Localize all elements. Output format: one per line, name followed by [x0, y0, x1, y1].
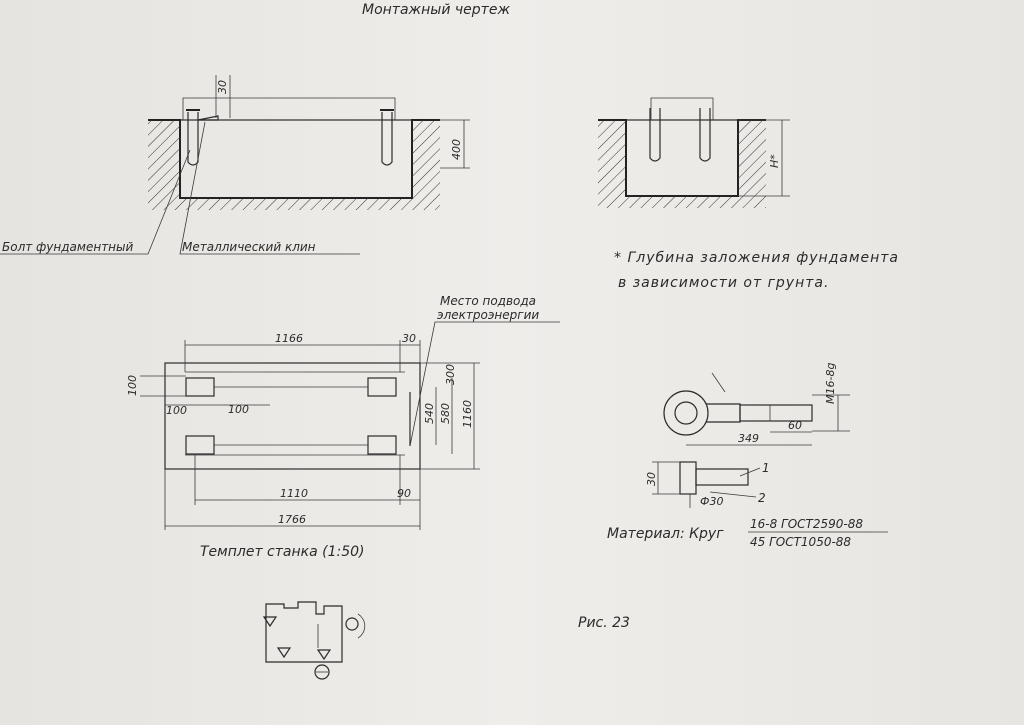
- dim-540: 540: [423, 403, 436, 424]
- power-label-1: Место подвода: [440, 294, 536, 308]
- dim-30-top: 30: [216, 80, 229, 94]
- dim-90: 90: [397, 487, 411, 500]
- anchor-pocket-bl: [185, 435, 215, 455]
- bolt-detail: М16-8g 349 60 30 Ф30 1 2 Материал: Круг …: [607, 363, 888, 549]
- dim-1766: 1766: [278, 513, 306, 526]
- machine-template-plan: Место подвода электроэнергии 1166 30 100…: [126, 294, 560, 560]
- dim-phi30: Ф30: [700, 495, 723, 508]
- dim-1110: 1110: [280, 487, 308, 500]
- dim-300: 300: [444, 364, 457, 385]
- label-foundation-bolt: Болт фундаментный: [2, 240, 133, 254]
- dim-1160: 1160: [461, 400, 474, 428]
- dim-580: 580: [439, 403, 452, 424]
- dim-30-bolt: 30: [645, 472, 658, 486]
- figure-caption: Рис. 23: [578, 615, 630, 631]
- anchor-bolt-left: [186, 109, 200, 166]
- dim-100-b: 100: [228, 403, 249, 416]
- anchor-pocket-br: [367, 435, 397, 455]
- anchor-pocket-tr: [367, 377, 397, 397]
- template-caption: Темплет станка (1:50): [200, 544, 364, 560]
- callout-2: 2: [758, 491, 766, 505]
- material-grade: 16-8 ГОСТ2590-88: [750, 517, 863, 531]
- floor-plan-symbol: [262, 601, 366, 680]
- dim-100-vertical: 100: [126, 375, 139, 396]
- dim-thread-m16: М16-8g: [824, 363, 837, 404]
- dim-H: H*: [768, 154, 781, 168]
- dim-400: 400: [450, 139, 463, 160]
- anchor-bolt-right: [380, 109, 394, 166]
- note-line-1: * Глубина заложения фундамента: [614, 250, 899, 266]
- outlet-symbol: [314, 664, 330, 680]
- power-label-2: электроэнергии: [437, 308, 539, 322]
- note-line-2: в зависимости от грунта.: [618, 275, 829, 291]
- anchor-pocket-tl: [185, 377, 215, 397]
- dim-30: 30: [402, 332, 416, 345]
- foundation-section-right: H*: [598, 97, 790, 208]
- dim-100-a: 100: [166, 404, 187, 417]
- dim-349: 349: [738, 432, 759, 445]
- label-metal-wedge: Металлический клин: [182, 240, 316, 254]
- foundation-section-left: 30 400 Болт фундаментный Металлический к…: [0, 75, 470, 255]
- dim-60: 60: [788, 419, 802, 432]
- drawing-title: Монтажный чертеж: [362, 2, 510, 18]
- material-steel: 45 ГОСТ1050-88: [750, 535, 851, 549]
- material-prefix: Материал: Круг: [607, 526, 724, 542]
- metal-wedge: [197, 115, 219, 121]
- dim-1166: 1166: [275, 332, 303, 345]
- callout-1: 1: [762, 461, 770, 475]
